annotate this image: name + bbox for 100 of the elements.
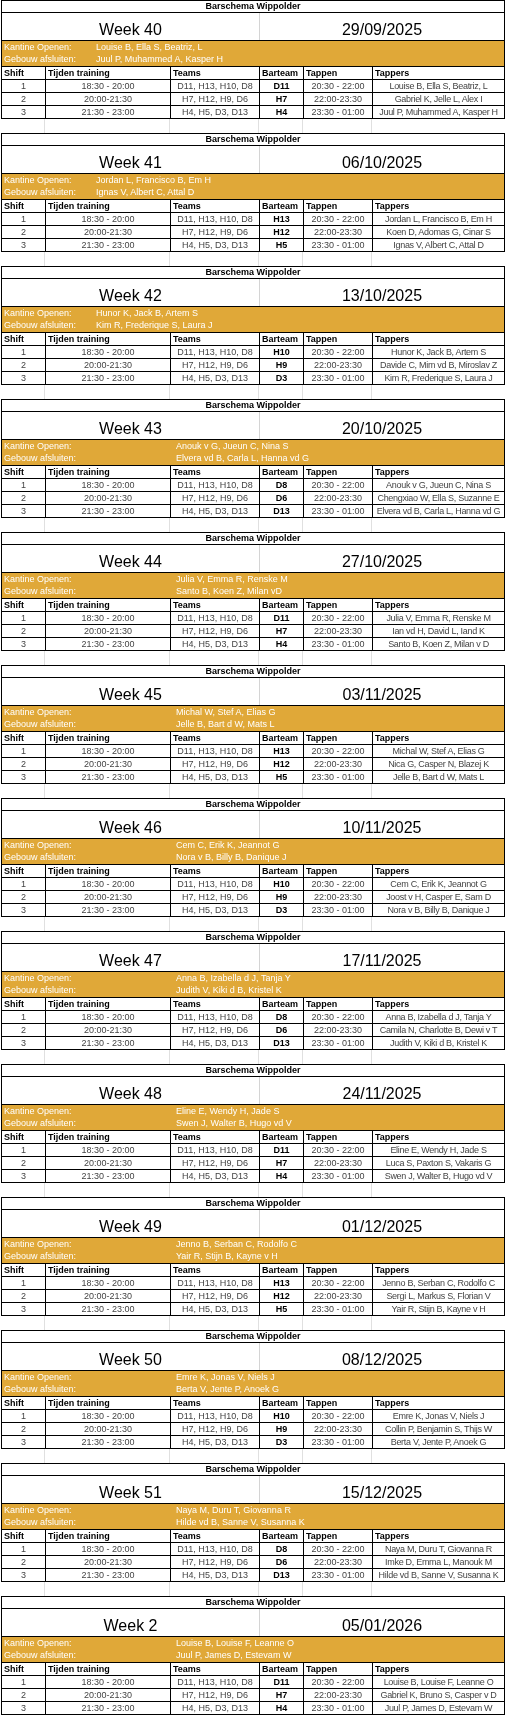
column-header: Barteam: [260, 998, 304, 1010]
column-header: Barteam: [260, 1663, 304, 1675]
team-list: D11, H13, H10, D8: [171, 612, 260, 624]
column-header: Teams: [171, 998, 260, 1010]
team-list: D11, H13, H10, D8: [171, 745, 260, 757]
barteam-code: H10: [260, 878, 304, 890]
shift-number: 2: [2, 625, 46, 637]
column-header: Barteam: [260, 1264, 304, 1276]
staff-names: Emre K, Jonas V, Niels J: [176, 1372, 275, 1382]
staff-names: Swen J, Walter B, Hugo vd V: [176, 1119, 292, 1129]
tapper-names: Julia V, Emma R, Renske M: [385, 612, 492, 624]
time-range: 20:00-21:30: [46, 1689, 171, 1701]
tapper-names: Berta V, Jente P, Anoek G: [389, 1436, 488, 1448]
time-range: 22:00-23:30: [304, 93, 373, 105]
team-list: H4, H5, D3, D13: [171, 1702, 260, 1714]
time-range: 23:30 - 01:00: [304, 904, 373, 916]
date-label: 10/11/2025: [341, 818, 423, 838]
time-range: 20:30 - 22:00: [304, 1277, 373, 1289]
column-header: Tijden training: [46, 998, 171, 1010]
column-header: Teams: [171, 1663, 260, 1675]
shift-number: 3: [2, 1170, 46, 1182]
table-title: Barschema Wippolder: [1, 266, 505, 279]
shift-number: 2: [2, 226, 46, 238]
column-header: Teams: [171, 200, 260, 212]
team-list: H7, H12, H9, D6: [171, 758, 260, 770]
barteam-code: H5: [260, 1303, 304, 1315]
staff-names: Anna B, Izabella d J, Tanja Y: [176, 973, 291, 983]
team-list: H4, H5, D3, D13: [171, 638, 260, 650]
column-header: Tappers: [374, 865, 411, 877]
team-list: H4, H5, D3, D13: [171, 505, 260, 517]
column-header: Tappers: [374, 1131, 411, 1143]
tapper-names: Camila N, Charlotte B, Dewi v T: [378, 1024, 499, 1036]
staff-names: Michal W, Stef A, Elias G: [176, 707, 276, 717]
shift-number: 2: [2, 758, 46, 770]
shift-number: 1: [2, 1410, 46, 1422]
shift-number: 1: [2, 213, 46, 225]
date-label: 17/11/2025: [341, 951, 423, 971]
column-header: Shift: [2, 599, 46, 611]
time-range: 20:00-21:30: [46, 1157, 171, 1169]
shift-number: 3: [2, 106, 46, 118]
barteam-code: H9: [260, 359, 304, 371]
tapper-names: Michal W, Stef A, Elias G: [391, 745, 486, 757]
barteam-code: H10: [260, 1410, 304, 1422]
team-list: D11, H13, H10, D8: [171, 1144, 260, 1156]
column-header: Barteam: [260, 1397, 304, 1409]
column-header: Tappen: [304, 67, 373, 79]
staff-names: Eline E, Wendy H, Jade S: [176, 1106, 280, 1116]
shift-number: 2: [2, 492, 46, 504]
column-header: Shift: [2, 1264, 46, 1276]
table-title: Barschema Wippolder: [1, 665, 505, 678]
column-header: Tappers: [374, 1397, 411, 1409]
barteam-code: D3: [260, 372, 304, 384]
column-header: Tappen: [304, 865, 373, 877]
barteam-code: H13: [260, 1277, 304, 1289]
shift-number: 1: [2, 346, 46, 358]
column-header: Tappen: [304, 1530, 373, 1542]
tapper-names: Ian vd H, David L, Iand K: [391, 625, 486, 637]
time-range: 18:30 - 20:00: [46, 612, 171, 624]
column-header: Tappen: [304, 599, 373, 611]
tapper-names: Cem C, Erik K, Jeannot G: [389, 878, 488, 890]
team-list: D11, H13, H10, D8: [171, 1011, 260, 1023]
team-list: H7, H12, H9, D6: [171, 1423, 260, 1435]
time-range: 20:00-21:30: [46, 1423, 171, 1435]
team-list: H7, H12, H9, D6: [171, 891, 260, 903]
time-range: 20:30 - 22:00: [304, 612, 373, 624]
shift-number: 2: [2, 93, 46, 105]
time-range: 21:30 - 23:00: [46, 239, 171, 251]
barteam-code: H7: [260, 1157, 304, 1169]
table-title: Barschema Wippolder: [1, 1463, 505, 1476]
date-label: 29/09/2025: [340, 20, 424, 40]
shift-number: 1: [2, 1277, 46, 1289]
staff-names: Cem C, Erik K, Jeannot G: [176, 840, 280, 850]
shift-number: 1: [2, 1011, 46, 1023]
tapper-names: Emre K, Jonas V, Niels J: [391, 1410, 486, 1422]
role-label: Gebouw afsluiten:: [4, 587, 78, 597]
shift-number: 2: [2, 1157, 46, 1169]
time-range: 20:30 - 22:00: [304, 1144, 373, 1156]
column-header: Barteam: [260, 732, 304, 744]
time-range: 20:00-21:30: [46, 359, 171, 371]
column-header: Tappers: [374, 1663, 411, 1675]
date-label: 03/11/2025: [341, 685, 423, 705]
column-header: Tappers: [374, 1530, 411, 1542]
column-header: Teams: [171, 732, 260, 744]
column-header: Tijden training: [46, 1663, 171, 1675]
barteam-code: H9: [260, 1423, 304, 1435]
column-header: Shift: [2, 67, 46, 79]
tapper-names: Luca S, Paxton S, Vakaris G: [384, 1157, 493, 1169]
staff-names: Jenno B, Serban C, Rodolfo C: [176, 1239, 298, 1249]
role-label: Kantine Openen:: [4, 308, 73, 318]
column-header: Barteam: [260, 1530, 304, 1542]
column-header: Tijden training: [46, 67, 171, 79]
time-range: 23:30 - 01:00: [304, 106, 373, 118]
tapper-names: Jenno B, Serban C, Rodolfo C: [381, 1277, 496, 1289]
role-label: Kantine Openen:: [4, 840, 73, 850]
time-range: 18:30 - 20:00: [46, 1277, 171, 1289]
time-range: 21:30 - 23:00: [46, 638, 171, 650]
staff-names: Louise B, Ella S, Beatriz, L: [96, 42, 203, 52]
barteam-code: D11: [260, 1144, 304, 1156]
time-range: 22:00-23:30: [304, 625, 373, 637]
shift-number: 3: [2, 638, 46, 650]
